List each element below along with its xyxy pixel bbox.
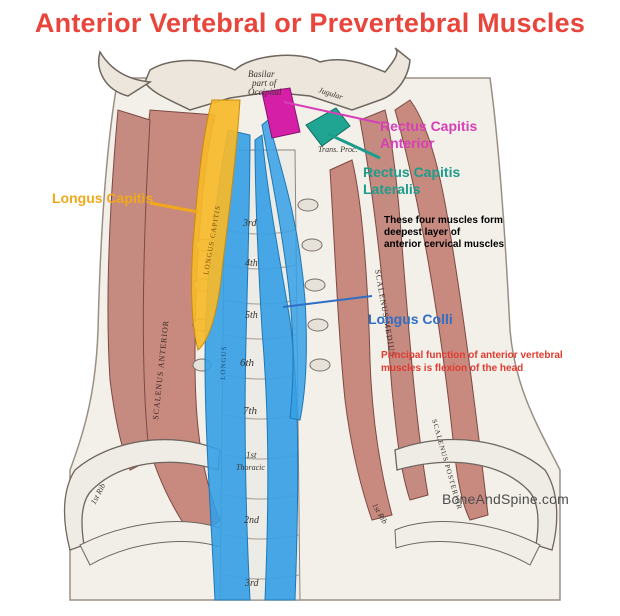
longus-capitis-label: Longus Capitis <box>52 190 154 206</box>
pointer-longus-colli <box>282 295 373 308</box>
basilar-text-1: Basilar <box>248 69 275 79</box>
rectus-capitis-lateralis-label: Rectus Capitis Lateralis <box>363 164 460 198</box>
skull-base <box>144 47 411 111</box>
longus-capitis-muscle <box>191 99 241 351</box>
deepest-layer-line3: anterior cervical muscles <box>384 239 505 250</box>
function-line1: Principal function of anterior vertebral <box>381 350 563 361</box>
vertebra-label-6th: 6th <box>240 357 255 369</box>
pointer-rectus-anterior <box>283 101 381 124</box>
rectus-capitis-anterior-line2: Anterior <box>380 135 435 151</box>
vertebra-label-4th: 4th <box>245 258 258 269</box>
vertebra-label-7th: 7th <box>243 405 258 417</box>
longus-colli-right-muscle <box>254 134 299 601</box>
page-title: Anterior Vertebral or Prevertebral Muscl… <box>34 8 586 38</box>
basilar-text-2: part of <box>251 78 278 88</box>
vertebra-label-3rd-thoracic: 3rd <box>244 578 260 589</box>
vertebra-label-1st: 1st <box>246 450 257 460</box>
scalenus-medius-right <box>359 109 429 501</box>
pointer-longus-capitis <box>149 201 199 214</box>
deepest-layer-note: These four muscles form deepest layer of… <box>384 215 504 251</box>
vertebra-label-2nd: 2nd <box>244 515 260 526</box>
longus-colli-label: Longus Colli <box>368 311 453 327</box>
rectus-capitis-lateralis-line2: Lateralis <box>363 181 421 197</box>
rectus-capitis-anterior-muscle <box>261 87 301 139</box>
rectus-capitis-anterior-label: Rectus Capitis Anterior <box>380 118 477 152</box>
vertebra-label-3rd: 3rd <box>242 218 258 229</box>
first-rib-left <box>63 439 221 551</box>
longus-capitis-right-blue <box>261 119 307 421</box>
trans-proc-text: Trans. Proc. <box>318 145 358 154</box>
rectus-capitis-anterior-line1: Rectus Capitis <box>380 118 478 134</box>
vertebra-label-5th: 5th <box>245 310 258 321</box>
rectus-capitis-lateralis-muscle <box>305 107 351 147</box>
deepest-layer-line1: These four muscles form <box>384 215 503 226</box>
longus-colli-small-text: LONGUS <box>219 345 228 380</box>
second-rib-right <box>394 521 541 566</box>
scalenus-anterior-right <box>329 159 393 521</box>
first-rib-right <box>394 439 558 551</box>
watermark-text: BoneAndSpine.com <box>442 491 569 507</box>
basilar-text-3: Occipital <box>248 87 282 97</box>
function-line2: muscles is flexion of the head <box>381 363 524 374</box>
skull-hook-left <box>98 50 153 97</box>
scalenus-posterior-right <box>394 99 489 521</box>
deepest-layer-line2: deepest layer of <box>384 227 461 238</box>
function-note: Principal function of anterior vertebral… <box>381 349 563 375</box>
rectus-capitis-lateralis-line1: Rectus Capitis <box>363 164 461 180</box>
pointer-rectus-lateralis <box>327 132 381 160</box>
vertebra-label-thoracic: Thoracic <box>236 463 265 472</box>
